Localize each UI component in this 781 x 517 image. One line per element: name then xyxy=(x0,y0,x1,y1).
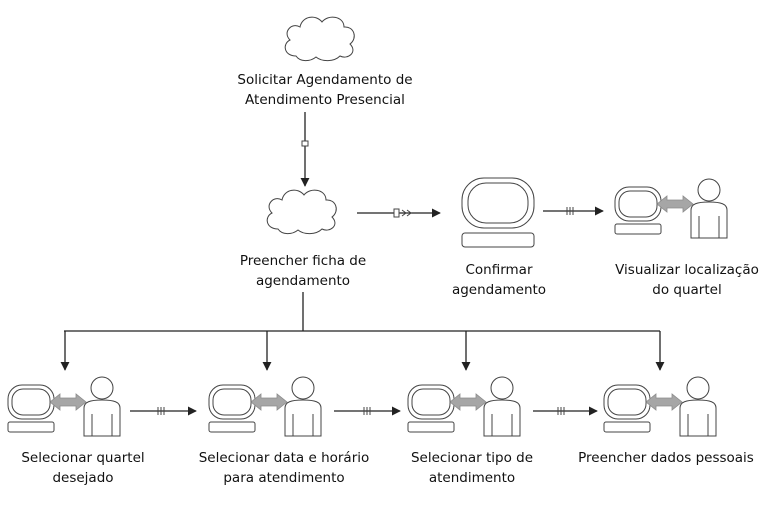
node-label-line1: Selecionar tipo de xyxy=(411,450,533,466)
edge-marker-icon xyxy=(301,140,309,147)
user-computer-icon xyxy=(407,376,521,437)
node-label-line2: agendamento xyxy=(452,282,546,298)
node-label-line2: agendamento xyxy=(256,273,350,289)
node-selecionar-tipo: Selecionar tipo de atendimento xyxy=(407,376,533,486)
node-label-line1: Selecionar data e horário xyxy=(199,450,370,466)
node-label-line2: atendimento xyxy=(429,470,515,486)
node-preencher-ficha: Preencher ficha de agendamento xyxy=(240,189,366,289)
node-label-line1: Preencher dados pessoais xyxy=(578,450,754,466)
user-computer-icon xyxy=(7,376,121,437)
node-label-line1: Solicitar Agendamento de xyxy=(237,72,412,88)
edge-tick-icon xyxy=(363,407,371,415)
user-computer-icon xyxy=(614,178,728,239)
node-label-line1: Visualizar localização xyxy=(615,262,759,278)
node-label-line2: desejado xyxy=(52,470,113,486)
node-preencher-dados-pessoais: Preencher dados pessoais xyxy=(578,376,754,466)
node-confirmar-agendamento: Confirmar agendamento xyxy=(452,177,546,298)
double-chevron-icon xyxy=(401,209,412,217)
node-label-line2: Atendimento Presencial xyxy=(245,92,405,108)
node-label-line1: Confirmar xyxy=(465,262,532,278)
node-visualizar-localizacao: Visualizar localização do quartel xyxy=(614,178,759,298)
edge-marker-icon xyxy=(393,208,400,218)
node-label-line2: do quartel xyxy=(652,282,721,298)
node-label-line1: Selecionar quartel xyxy=(21,450,144,466)
cloud-icon xyxy=(284,16,355,62)
node-selecionar-data-horario: Selecionar data e horário para atendimen… xyxy=(199,376,370,486)
user-computer-icon xyxy=(603,376,717,437)
user-computer-icon xyxy=(208,376,322,437)
edge-tick-icon xyxy=(557,407,565,415)
edge-tick-icon xyxy=(157,407,165,415)
node-solicitar-agendamento: Solicitar Agendamento de Atendimento Pre… xyxy=(237,16,413,108)
node-selecionar-quartel: Selecionar quartel desejado xyxy=(7,376,145,486)
node-label-line1: Preencher ficha de xyxy=(240,253,366,269)
node-label-line2: para atendimento xyxy=(223,470,344,486)
monitor-icon xyxy=(461,177,535,248)
edge-tick-icon xyxy=(566,207,574,215)
cloud-icon xyxy=(266,189,337,235)
